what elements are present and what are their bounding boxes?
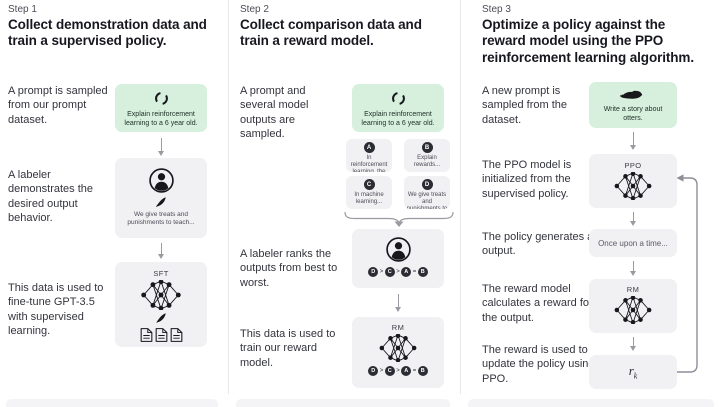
rank-separator: = — [412, 269, 417, 275]
step2-labeler-box: D > C > A = B — [352, 229, 444, 288]
output-badge-b: B — [421, 142, 433, 153]
rank-item: B — [417, 366, 428, 376]
step3-label: Step 3 — [482, 4, 511, 15]
rank-item: C — [384, 267, 395, 277]
step1-annotation-labeler: A labeler demonstrates the desired outpu… — [8, 169, 93, 224]
output-badge-c: C — [363, 179, 375, 190]
ppo-label: PPO — [624, 161, 642, 170]
quill-icon — [156, 313, 166, 323]
model-output-a: A In reinforcement learning, the agent i… — [346, 139, 392, 172]
rank-item: D — [368, 267, 379, 277]
output-text-b: Explain rewards... — [413, 154, 441, 168]
rank-item: B — [417, 267, 428, 277]
neural-network-icon — [141, 280, 181, 310]
output-ranking: D > C > A = B — [368, 366, 428, 376]
output-badge-d: D — [421, 179, 433, 190]
rank-separator: > — [396, 269, 400, 275]
rm-label: RM — [626, 285, 640, 294]
labeler-icon — [148, 168, 174, 193]
brace-icon — [344, 211, 454, 227]
step1-prompt-box: Explain reinforcement learning to a 6 ye… — [115, 84, 207, 132]
step3-reward-box: rk — [589, 355, 677, 389]
footer-bar-segment — [468, 399, 714, 407]
step1-annotation-train: This data is used to fine-tune GPT-3.5 w… — [8, 282, 104, 337]
step3-annotation-init: The PPO model is initialized from the su… — [482, 159, 572, 200]
step1-prompt-text: Explain reinforcement learning to a 6 ye… — [124, 111, 198, 128]
flow-arrow-down-icon — [629, 132, 638, 150]
output-badge-a: A — [363, 142, 375, 153]
rank-item: A — [401, 267, 412, 277]
step3-ppo-box: PPO — [589, 154, 677, 208]
step1-sft-box: SFT — [115, 262, 207, 347]
step2-annotation-train: This data is used to train our reward mo… — [240, 328, 336, 369]
flow-arrow-down-icon — [629, 261, 638, 276]
step1-annotation-prompt: A prompt is sampled from our prompt data… — [8, 85, 108, 126]
flow-arrow-down-icon — [629, 212, 638, 226]
step3-annotation-update: The reward is used to update the policy … — [482, 344, 595, 385]
rank-separator: = — [412, 368, 417, 374]
output-text-a: In reinforcement learning, the agent is.… — [350, 154, 388, 173]
rank-separator: > — [396, 368, 400, 374]
rank-separator: > — [379, 368, 384, 374]
step2-rm-box: RM D > C > A = B — [352, 317, 444, 388]
step3-prompt-text: Write a story about otters. — [603, 106, 663, 123]
model-output-d: D We give treats and punishments to teac… — [404, 176, 450, 209]
step3-prompt-box: Write a story about otters. — [589, 82, 677, 128]
reward-symbol-base: r — [628, 363, 634, 379]
step2-annotation-prompt: A prompt and several model outputs are s… — [240, 85, 309, 140]
footer-bar-segment — [236, 399, 450, 407]
step3-annotation-reward: The reward model calculates a reward for… — [482, 283, 593, 324]
step3-annotation-prompt: A new prompt is sampled from the dataset… — [482, 85, 567, 126]
step2-prompt-box: Explain reinforcement learning to a 6 ye… — [352, 84, 444, 132]
reward-symbol-subscript: k — [633, 371, 638, 381]
model-output-b: B Explain rewards... — [404, 139, 450, 172]
step3-output-box: Once upon a time... — [589, 229, 677, 257]
step1-labeler-caption: We give treats and punishments to teach.… — [127, 211, 195, 227]
step2-title: Collect comparison data and train a rewa… — [240, 17, 422, 49]
quill-icon — [156, 197, 166, 207]
flow-arrow-down-icon — [394, 294, 403, 312]
documents-icon — [140, 327, 183, 343]
reward-symbol: rk — [629, 363, 638, 381]
output-text-c: In machine learning... — [354, 191, 384, 205]
step1-label: Step 1 — [8, 4, 37, 15]
step3-output-text: Once upon a time... — [598, 238, 668, 248]
rank-item: A — [401, 366, 412, 376]
step3-title: Optimize a policy against the reward mod… — [482, 17, 694, 65]
model-output-c: C In machine learning... — [346, 176, 392, 209]
flow-arrow-down-icon — [157, 138, 166, 156]
cycle-icon — [391, 92, 405, 105]
output-ranking: D > C > A = B — [368, 267, 428, 277]
neural-network-icon — [614, 296, 652, 324]
step1-labeler-box: We give treats and punishments to teach.… — [115, 158, 207, 238]
otter-icon — [620, 90, 643, 99]
column-divider — [460, 0, 461, 394]
flow-arrow-down-icon — [157, 243, 166, 259]
rm-label: RM — [391, 323, 405, 332]
footer-bar-segment — [6, 399, 218, 407]
feedback-loop-arrow-icon — [676, 174, 698, 373]
step2-annotation-rank: A labeler ranks the outputs from best to… — [240, 248, 338, 289]
neural-network-icon — [379, 334, 417, 362]
sft-label: SFT — [153, 269, 169, 278]
step3-rm-box: RM — [589, 279, 677, 333]
step3-annotation-output: The policy generates an output. — [482, 231, 600, 258]
step2-prompt-text: Explain reinforcement learning to a 6 ye… — [361, 111, 435, 128]
column-divider — [228, 0, 229, 394]
rank-item: D — [368, 366, 379, 376]
rank-item: C — [384, 366, 395, 376]
step2-label: Step 2 — [240, 4, 269, 15]
cycle-icon — [154, 92, 168, 105]
neural-network-icon — [614, 172, 652, 200]
output-text-d: We give treats and punishments to teach.… — [406, 191, 448, 210]
rank-separator: > — [379, 269, 384, 275]
labeler-icon — [385, 237, 411, 262]
flow-arrow-down-icon — [629, 337, 638, 351]
step1-title: Collect demonstration data and train a s… — [8, 17, 207, 49]
